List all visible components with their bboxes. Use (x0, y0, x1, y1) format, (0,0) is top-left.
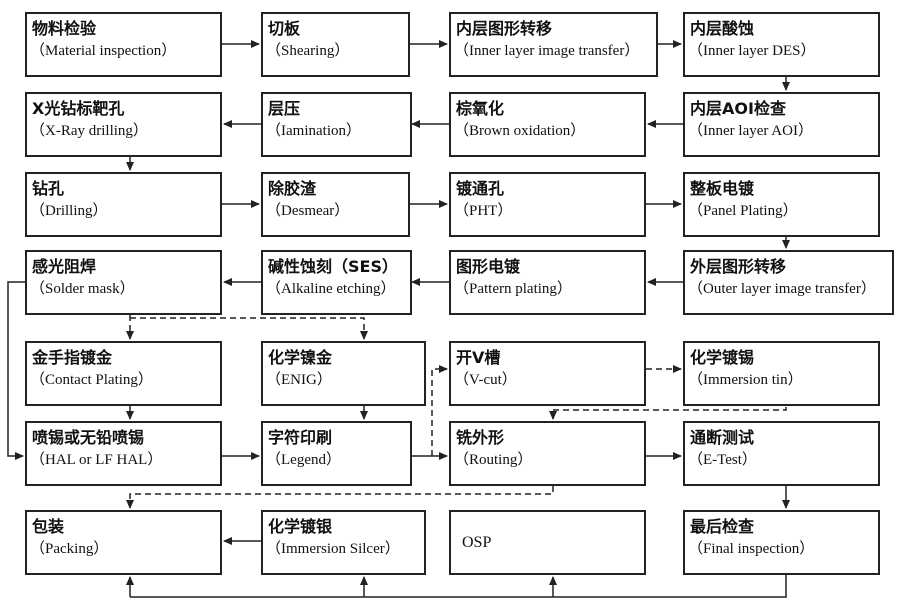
node-inner-image-transfer: 内层图形转移 （Inner layer image transfer） (449, 12, 658, 77)
node-label-en: （Material inspection） (30, 43, 177, 59)
node-label-en: （Immersion Silcer） (266, 541, 400, 557)
node-label-en: （Desmear） (266, 203, 350, 219)
node-label-en: （V-cut） (454, 372, 517, 388)
node-label-en: （Iamination） (266, 123, 361, 139)
node-label-zh: X光钻标靶孔 (32, 99, 125, 118)
node-material-inspection: 物料检验 （Material inspection） (25, 12, 222, 77)
node-label-en: （Legend） (266, 452, 341, 468)
bottom-return-line (130, 575, 787, 598)
node-enig: 化学镍金 （ENIG） (261, 341, 426, 406)
node-legend: 字符印刷 （Legend） (261, 421, 412, 486)
node-label-en: （Inner layer AOI） (688, 123, 813, 139)
node-label-zh: 化学镀银 (268, 517, 333, 536)
node-label-zh: 整板电镀 (690, 179, 755, 198)
node-label-en: （Inner layer image transfer） (454, 43, 640, 59)
node-label-zh: 图形电镀 (456, 257, 521, 276)
node-etest: 通断测试 （E-Test） (683, 421, 880, 486)
node-label-en: （Inner layer DES） (688, 43, 816, 59)
node-osp: OSP (449, 510, 646, 575)
node-label-zh: 化学镀锡 (690, 348, 755, 367)
node-label-zh: 层压 (268, 99, 301, 118)
node-final-inspection: 最后检查 （Final inspection） (683, 510, 880, 575)
node-label: OSP (462, 534, 492, 551)
node-immersion-tin: 化学镀锡 （Immersion tin） (683, 341, 880, 406)
node-inner-aoi: 内层AOI检查 （Inner layer AOI） (683, 92, 880, 157)
node-label-zh: 除胶渣 (268, 179, 317, 198)
node-label-en: （Drilling） (30, 203, 108, 219)
node-brown-oxidation: 棕氧化 （Brown oxidation） (449, 92, 646, 157)
node-label-zh: 内层酸蚀 (690, 19, 755, 38)
node-label-en: （PHT） (454, 203, 513, 219)
node-label-zh: 最后检查 (690, 517, 755, 536)
node-desmear: 除胶渣 （Desmear） (261, 172, 410, 237)
node-routing: 铣外形 （Routing） (449, 421, 646, 486)
node-label-en: （Pattern plating） (454, 281, 572, 297)
node-label-en: （Panel Plating） (688, 203, 798, 219)
node-label-en: （Final inspection） (688, 541, 815, 557)
node-label-en: （Routing） (454, 452, 533, 468)
node-inner-des: 内层酸蚀 （Inner layer DES） (683, 12, 880, 77)
node-label-en: （Packing） (30, 541, 109, 557)
node-label-zh: 字符印刷 (268, 428, 333, 447)
node-label-zh: 内层AOI检查 (690, 99, 786, 118)
node-label-en: （Contact Plating） (30, 372, 153, 388)
node-label-en: （Brown oxidation） (454, 123, 586, 139)
node-label-zh: 碱性蚀刻（SES） (268, 257, 398, 276)
node-label-en: （Alkaline etching） (266, 281, 396, 297)
node-label-zh: 外层图形转移 (690, 257, 787, 276)
node-label-en: （ENIG） (266, 372, 332, 388)
dashed-routing-to-packing (126, 486, 554, 509)
node-label-zh: 开V槽 (456, 348, 501, 367)
node-label-zh: 镀通孔 (456, 179, 505, 198)
node-label-zh: 通断测试 (690, 428, 755, 447)
node-label-zh: 棕氧化 (456, 99, 505, 118)
node-packing: 包装 （Packing） (25, 510, 222, 575)
dashed-solder-to-enig (130, 317, 368, 340)
node-label-en: （X-Ray drilling） (30, 123, 148, 139)
node-drilling: 钻孔 （Drilling） (25, 172, 222, 237)
node-lamination: 层压 （Iamination） (261, 92, 412, 157)
node-label-zh: 包装 (32, 517, 65, 536)
node-alkaline-etching: 碱性蚀刻（SES） （Alkaline etching） (261, 250, 412, 315)
node-outer-image-transfer: 外层图形转移 （Outer layer image transfer） (683, 250, 894, 315)
node-label-en: （HAL or LF HAL） (30, 452, 163, 468)
node-contact-plating: 金手指镀金 （Contact Plating） (25, 341, 222, 406)
node-hal: 喷锡或无铅喷锡 （HAL or LF HAL） (25, 421, 222, 486)
node-label-zh: 物料检验 (32, 19, 97, 38)
node-solder-mask: 感光阻焊 （Solder mask） (25, 250, 222, 315)
node-label-zh: 化学镍金 (268, 348, 333, 367)
node-label-en: （Solder mask） (30, 281, 135, 297)
node-label-zh: 内层图形转移 (456, 19, 553, 38)
node-immersion-silver: 化学镀银 （Immersion Silcer） (261, 510, 426, 575)
node-label-zh: 钻孔 (32, 179, 65, 198)
arrow-solder-to-hal (7, 281, 25, 460)
node-label-zh: 铣外形 (456, 428, 505, 447)
node-label-zh: 喷锡或无铅喷锡 (32, 428, 145, 447)
node-label-en: （E-Test） (688, 452, 757, 468)
node-pattern-plating: 图形电镀 （Pattern plating） (449, 250, 646, 315)
node-shearing: 切板 （Shearing） (261, 12, 410, 77)
node-pht: 镀通孔 （PHT） (449, 172, 646, 237)
node-label-zh: 切板 (268, 19, 301, 38)
node-label-zh: 感光阻焊 (32, 257, 97, 276)
dashed-to-vcut (431, 365, 448, 456)
node-vcut: 开V槽 （V-cut） (449, 341, 646, 406)
node-label-en: （Shearing） (266, 43, 350, 59)
dashed-tin-to-routing (549, 397, 787, 420)
node-xray-drilling: X光钻标靶孔 （X-Ray drilling） (25, 92, 222, 157)
node-panel-plating: 整板电镀 （Panel Plating） (683, 172, 880, 237)
node-label-en: （Immersion tin） (688, 372, 803, 388)
node-label-zh: 金手指镀金 (32, 348, 113, 367)
node-label-en: （Outer layer image transfer） (688, 281, 876, 297)
